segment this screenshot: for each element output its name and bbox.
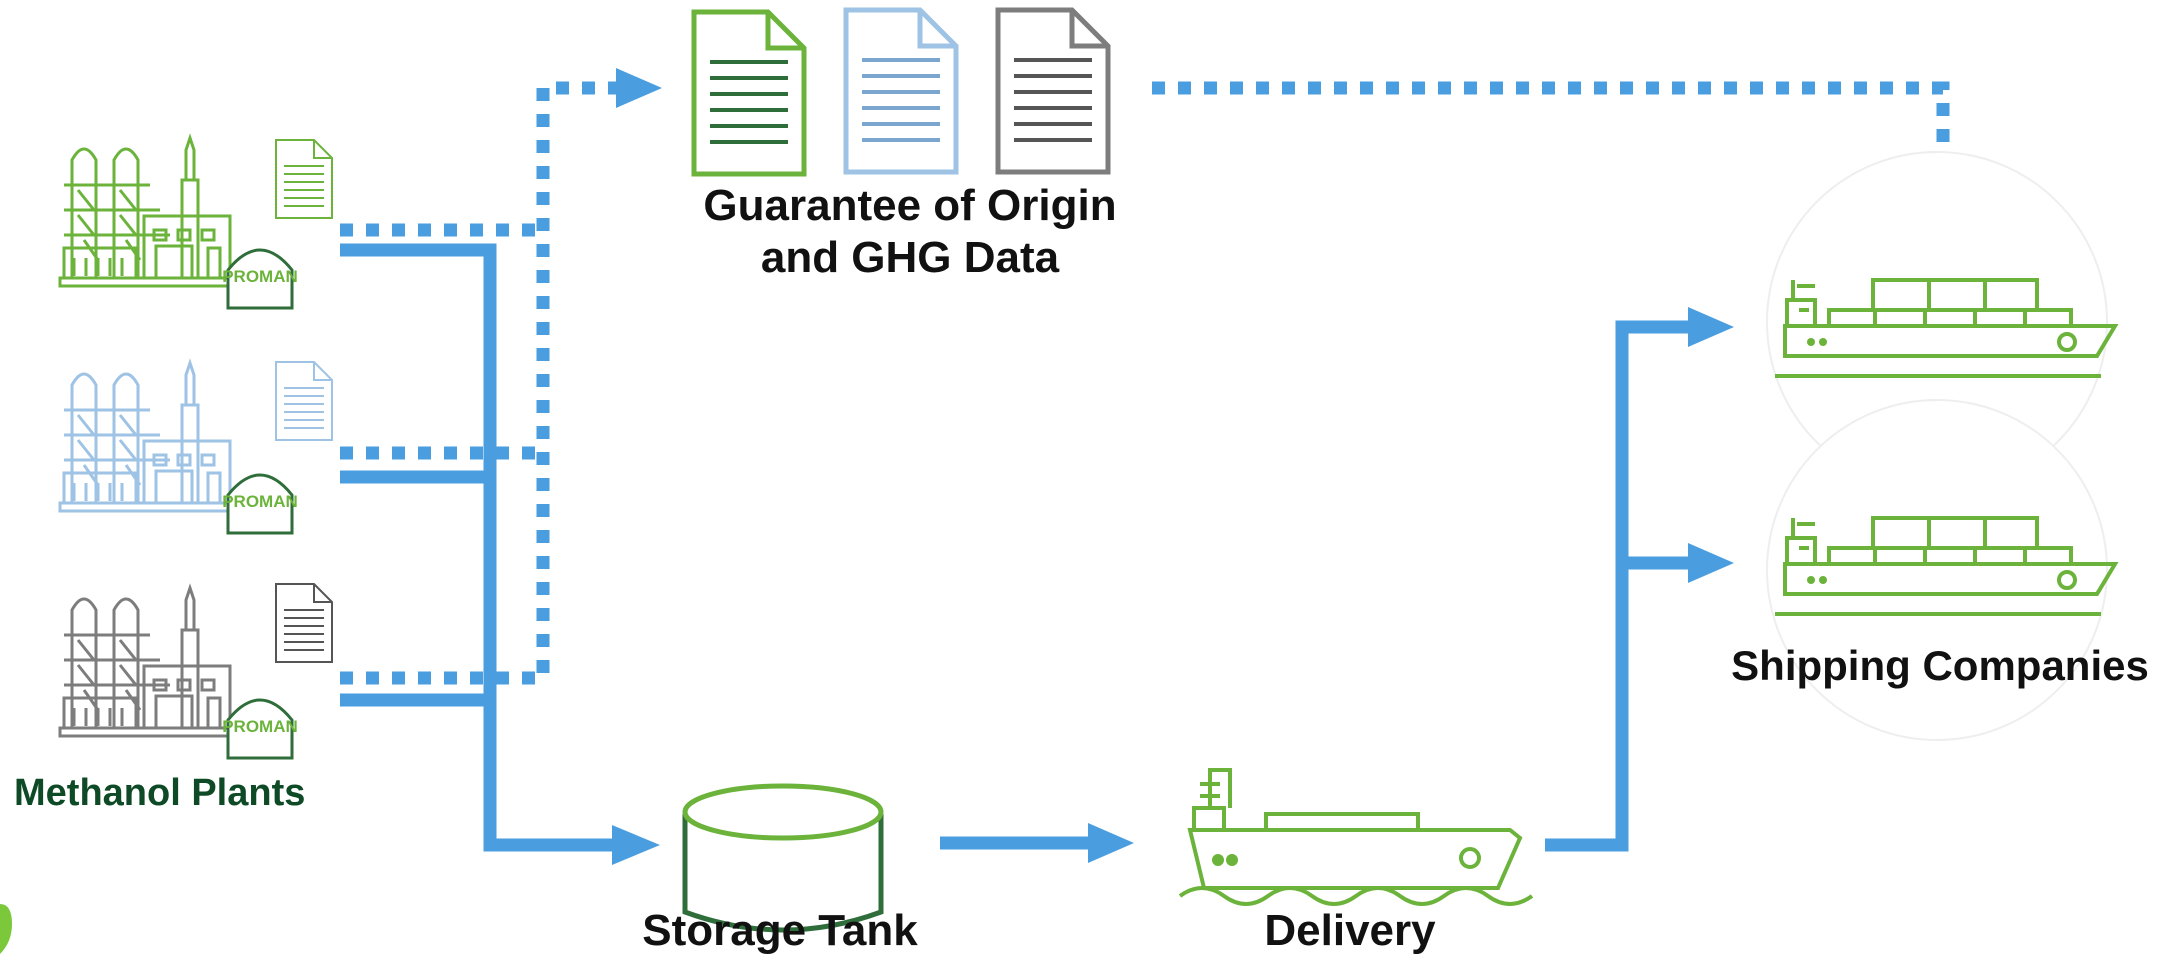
proman-logo: PROMAN bbox=[222, 698, 298, 760]
document-icon bbox=[275, 583, 333, 663]
delivery-label: Delivery bbox=[1264, 906, 1436, 955]
certificate-doc-green bbox=[694, 12, 804, 174]
arrow-to-tank-icon bbox=[612, 825, 660, 865]
certificate-flow-lines bbox=[340, 81, 1950, 685]
proman-logo: PROMAN bbox=[222, 473, 298, 535]
proman-logo-text: PROMAN bbox=[222, 267, 298, 286]
flow-arrowheads bbox=[612, 307, 1734, 865]
document-icon bbox=[275, 139, 333, 219]
guarantee-documents bbox=[694, 10, 1108, 174]
cert-flow-to-shipping bbox=[1152, 81, 1950, 200]
logo-fragment-icon bbox=[0, 904, 12, 954]
flow-delivery-to-ship1 bbox=[1545, 320, 1695, 852]
cert-flow-plant3 bbox=[340, 81, 622, 685]
arrow-to-ship1-icon bbox=[1688, 307, 1734, 347]
storage-tank-icon bbox=[682, 783, 884, 933]
proman-logo-text: PROMAN bbox=[222, 492, 298, 511]
storage-tank-label: Storage Tank bbox=[642, 906, 918, 955]
arrow-to-delivery-icon bbox=[1088, 823, 1134, 863]
shipping-companies-group bbox=[1766, 151, 2117, 741]
guarantee-label-line2: and GHG Data bbox=[760, 233, 1060, 282]
guarantee-label-line1: Guarantee of Origin bbox=[703, 181, 1117, 230]
arrow-to-ship2-icon bbox=[1688, 543, 1734, 583]
document-icon bbox=[275, 361, 333, 441]
certificate-doc-blue bbox=[846, 10, 956, 172]
arrow-to-certificates-icon bbox=[616, 68, 662, 108]
certificate-doc-gray bbox=[998, 10, 1108, 172]
flow-plant1-to-tank bbox=[340, 243, 620, 852]
ship-circle-bg bbox=[1766, 399, 2108, 741]
guarantee-of-origin-label: Guarantee of Origin and GHG Data bbox=[690, 180, 1130, 284]
shipping-companies-label: Shipping Companies bbox=[1731, 642, 2149, 689]
proman-logo-text: PROMAN bbox=[222, 717, 298, 736]
methanol-plants-label: Methanol Plants bbox=[14, 772, 306, 814]
proman-logo: PROMAN bbox=[222, 248, 298, 310]
physical-flow-lines bbox=[340, 243, 1695, 852]
delivery-ship-icon bbox=[1178, 768, 1534, 906]
